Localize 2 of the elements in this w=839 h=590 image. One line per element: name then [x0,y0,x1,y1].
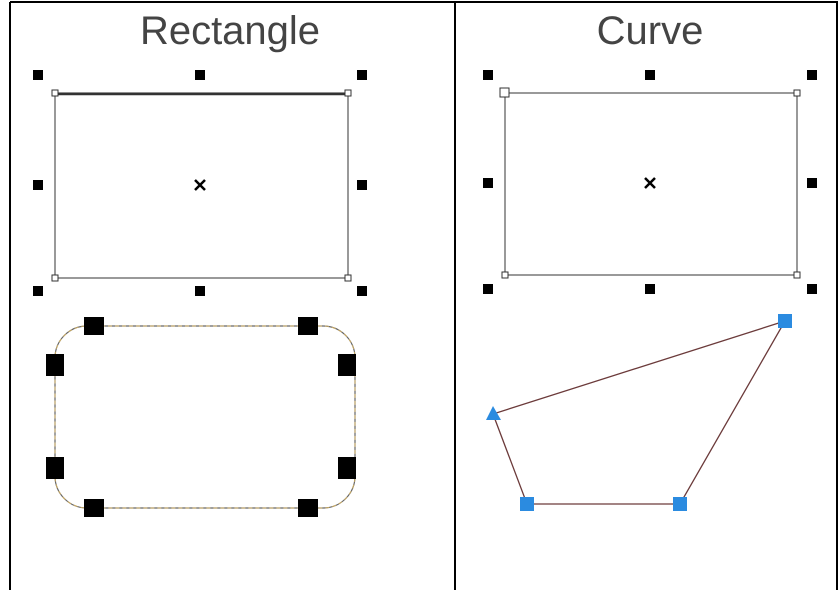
panel-title: Rectangle [138,8,322,54]
panel-title: Curve [596,8,704,54]
